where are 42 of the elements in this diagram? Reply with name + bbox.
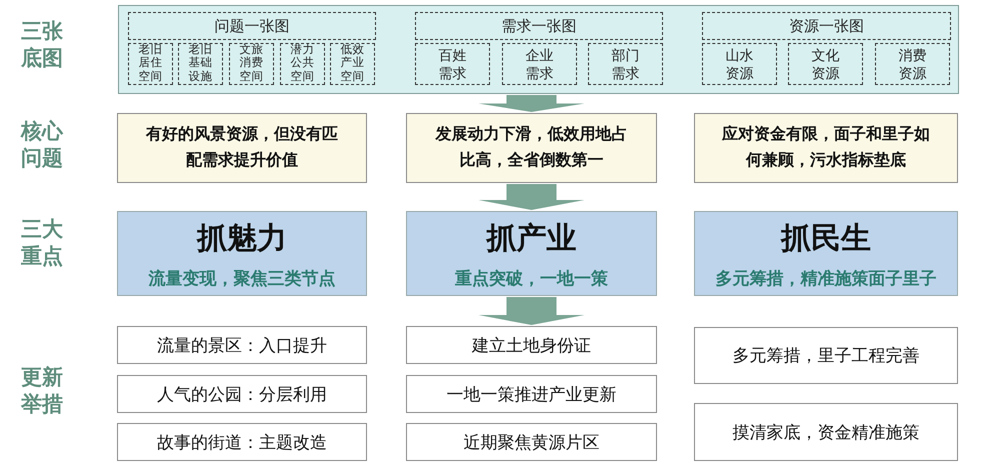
group-header-box: 问题一张图	[128, 12, 376, 40]
category-box: 低效产业空间	[330, 43, 375, 85]
focus-box	[406, 211, 657, 296]
focus-subtitle: 重点突破，一地一策	[455, 268, 608, 290]
focus-subtitle: 多元筹措，精准施策面子里子	[716, 268, 936, 290]
measure-box: 人气的公园：分层利用	[117, 375, 367, 413]
category-box: 文化资源	[788, 43, 863, 85]
category-box: 山水资源	[702, 43, 777, 85]
group-header-box: 需求一张图	[415, 12, 663, 40]
category-box: 企业需求	[502, 43, 577, 85]
measure-box: 近期聚焦黄源片区	[406, 423, 657, 461]
block-arrow	[478, 95, 584, 112]
measure-box: 一地一策推进产业更新	[406, 375, 657, 413]
focus-subtitle: 流量变现，聚焦三类节点	[148, 268, 336, 290]
category-box: 部门需求	[588, 43, 663, 85]
row-heading: 更新举措	[20, 364, 64, 418]
row-heading: 三张底图	[20, 19, 64, 72]
category-box: 百姓需求	[415, 43, 490, 85]
problem-box: 应对资金有限，面子和里子如何兼顾，污水指标垫底	[694, 113, 958, 183]
panel-background	[118, 5, 959, 94]
focus-box	[694, 211, 958, 296]
category-box: 老旧基础设施	[178, 43, 223, 85]
measure-box: 摸清家底，资金精准施策	[694, 403, 958, 461]
measure-box: 建立土地身份证	[406, 326, 657, 364]
block-arrow	[478, 297, 584, 325]
measure-box: 流量的景区：入口提升	[117, 326, 367, 364]
focus-title: 抓民生	[781, 220, 871, 256]
measure-box: 故事的街道：主题改造	[117, 423, 367, 461]
problem-box: 有好的风景资源，但没有匹配需求提升价值	[117, 113, 367, 183]
category-box: 消费资源	[875, 43, 950, 85]
row-heading: 三大重点	[20, 217, 64, 270]
focus-title: 抓产业	[486, 220, 576, 256]
category-box: 老旧居住空间	[128, 43, 173, 85]
group-header-box: 资源一张图	[702, 12, 951, 40]
category-box: 文旅消费空间	[229, 43, 274, 85]
block-arrow	[478, 184, 584, 210]
row-heading: 核心问题	[20, 118, 64, 172]
problem-box: 发展动力下滑，低效用地占比高，全省倒数第一	[406, 113, 657, 183]
measure-box: 多元筹措，里子工程完善	[694, 327, 958, 384]
category-box: 潜力公共空间	[280, 43, 325, 85]
focus-box	[117, 211, 367, 296]
focus-title: 抓魅力	[197, 220, 287, 256]
